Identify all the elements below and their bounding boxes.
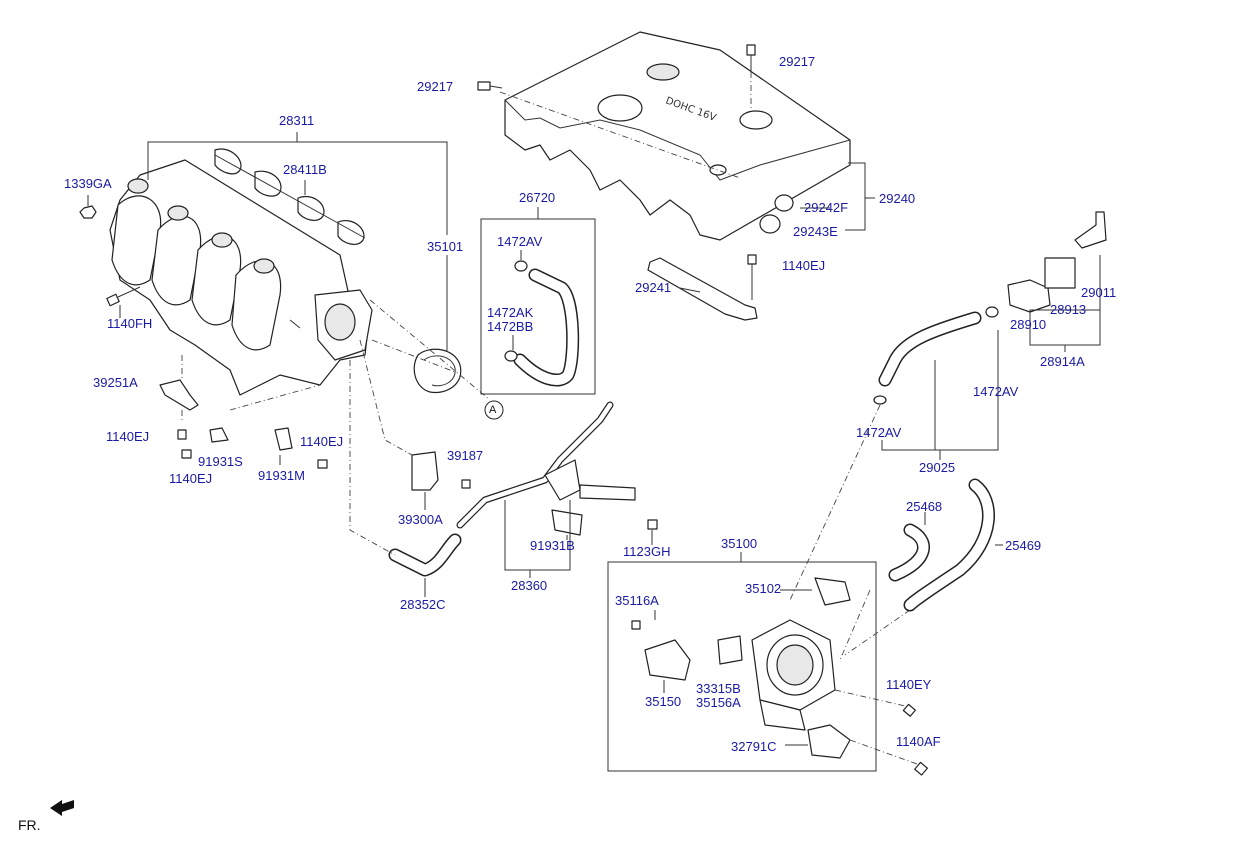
label-35116A: 35116A [615, 593, 659, 608]
engine-cover: DOHC 16V [504, 31, 851, 241]
hose-26720 [513, 268, 580, 387]
bolt-1140EJ-c-icon [181, 449, 192, 459]
pcv-valve-28910 [1007, 257, 1076, 313]
label-35102: 35102 [745, 581, 782, 596]
bolt-39187-icon [461, 479, 471, 489]
label-29025: 29025 [919, 460, 956, 475]
bracket-32791C [807, 724, 851, 759]
bolt-1140EY-icon [902, 703, 917, 717]
label-29217-b: 29217 [779, 54, 816, 69]
label-1140EJ-b: 1140EJ [106, 429, 150, 444]
label-28311: 28311 [279, 113, 315, 128]
label-91931M: 91931M [258, 468, 305, 483]
front-direction-label: FR. [18, 817, 41, 833]
label-33315B: 33315B [696, 681, 741, 696]
label-1472BB: 1472BB [487, 319, 534, 334]
label-35100: 35100 [721, 536, 758, 551]
label-1140EY: 1140EY [886, 677, 932, 692]
label-29243E: 29243E [793, 224, 838, 239]
clamp-1472AV-b-icon [985, 306, 999, 318]
label-29240: 29240 [879, 191, 916, 206]
kit-box-35100 [607, 561, 877, 772]
coolant-pipe-28360 [456, 401, 636, 529]
label-28411B: 28411B [283, 162, 327, 177]
hose-25469 [903, 478, 995, 612]
bracket-91931B [551, 509, 583, 536]
label-29242F: 29242F [804, 200, 849, 215]
label-1140EJ-d: 1140EJ [300, 434, 344, 449]
intake-manifold [109, 159, 373, 396]
throttle-body-35100 [751, 619, 836, 731]
label-35101: 35101 [427, 239, 464, 254]
label-1140EJ-c: 1140EJ [169, 471, 213, 486]
bolt-1140EJ-d-icon [317, 459, 328, 469]
label-29217-a: 29217 [417, 79, 454, 94]
label-39300A: 39300A [398, 512, 443, 527]
gasket-33315B [717, 635, 743, 665]
bracket-29241 [647, 254, 758, 321]
bracket-39251A [159, 379, 199, 411]
label-35150: 35150 [645, 694, 682, 709]
label-1472AV-c: 1472AV [856, 425, 902, 440]
label-1140FH: 1140FH [107, 316, 153, 331]
nut-1339GA-icon [79, 205, 97, 219]
label-35156A: 35156A [696, 695, 741, 710]
label-26720: 26720 [519, 190, 556, 205]
hose-25468 [888, 523, 930, 582]
label-28352C: 28352C [400, 597, 446, 612]
clamp-1472AV-icon [514, 260, 528, 272]
clamp-1472BB-icon [504, 350, 518, 362]
label-28910: 28910 [1010, 317, 1047, 332]
hose-29025 [878, 311, 982, 387]
label-1339GA: 1339GA [64, 176, 112, 191]
label-25468: 25468 [906, 499, 943, 514]
grommet-29243E-icon [759, 214, 781, 234]
label-91931B: 91931B [530, 538, 575, 553]
label-1140EJ-a: 1140EJ [782, 258, 826, 273]
label-28913: 28913 [1050, 302, 1087, 317]
label-29241: 29241 [635, 280, 672, 295]
bolt-1140EJ-b-icon [177, 429, 187, 440]
front-direction-arrow-icon [50, 800, 74, 816]
manifold-gasket-28411B [214, 148, 366, 245]
bolt-29217-left-icon [477, 81, 503, 91]
bolt-35116A-icon [631, 620, 641, 630]
tps-sensor-35102 [814, 577, 851, 606]
bolt-1123GH-icon [647, 519, 658, 530]
label-25469: 25469 [1005, 538, 1042, 553]
bolt-29217-top-icon [746, 44, 756, 72]
label-1472AV-b: 1472AV [973, 384, 1019, 399]
bolt-1140FH-icon [106, 286, 141, 307]
bolt-1140AF-icon [914, 761, 929, 776]
throttle-gasket-35101 [413, 348, 462, 394]
label-28914A: 28914A [1040, 354, 1085, 369]
idle-actuator-35150 [644, 639, 691, 681]
label-1123GH: 1123GH [623, 544, 671, 559]
bracket-91931S [209, 427, 229, 443]
label-28360: 28360 [511, 578, 548, 593]
label-1140AF: 1140AF [896, 734, 941, 749]
label-29011: 29011 [1081, 285, 1117, 300]
label-39251A: 39251A [93, 375, 138, 390]
label-1472AK: 1472AK [487, 305, 534, 320]
clamp-1472AV-c-icon [873, 395, 887, 405]
bracket-91931M [274, 427, 293, 451]
label-32791C: 32791C [731, 739, 777, 754]
map-sensor-39300A [411, 451, 439, 491]
grommet-29242F-icon [774, 194, 794, 212]
label-91931S: 91931S [198, 454, 243, 469]
label-1472AV-a: 1472AV [497, 234, 543, 249]
label-39187: 39187 [447, 448, 484, 463]
bracket-29011 [1074, 211, 1107, 249]
reference-marker-A: A [489, 404, 497, 416]
hose-28352C [388, 533, 462, 577]
